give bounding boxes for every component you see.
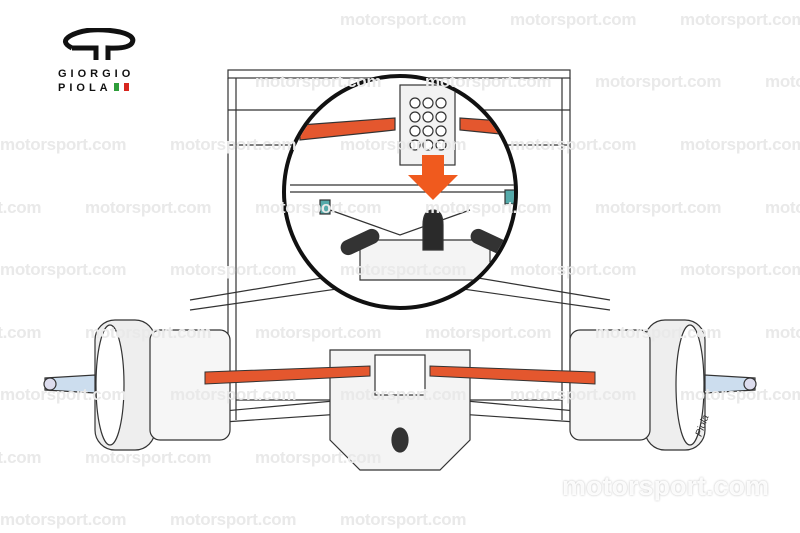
- driveshaft-left: [204, 365, 371, 385]
- inset-cooler: [399, 84, 456, 166]
- large-watermark: motorsport.com: [562, 471, 770, 501]
- gearbox-oil-cooler: [374, 354, 426, 396]
- detail-inset: [282, 74, 518, 310]
- right-wheel-hub: [569, 319, 757, 451]
- left-wheel-hub: [43, 319, 231, 451]
- logo-line1: GIORGIO: [58, 68, 135, 80]
- gp-logo-icon: [63, 27, 136, 60]
- damper: [391, 427, 409, 453]
- red-arrow-icon: [408, 155, 458, 200]
- logo-line2-row: PIOLA: [58, 81, 158, 95]
- italian-flag-icon: [113, 81, 129, 95]
- driveshaft-right: [429, 365, 596, 385]
- logo-line2: PIOLA: [58, 82, 112, 94]
- driveshafts: [204, 365, 596, 385]
- inset-damper: [422, 209, 444, 251]
- giorgio-piola-logo: GIORGIO PIOLA: [58, 27, 158, 95]
- gearbox: [329, 349, 471, 471]
